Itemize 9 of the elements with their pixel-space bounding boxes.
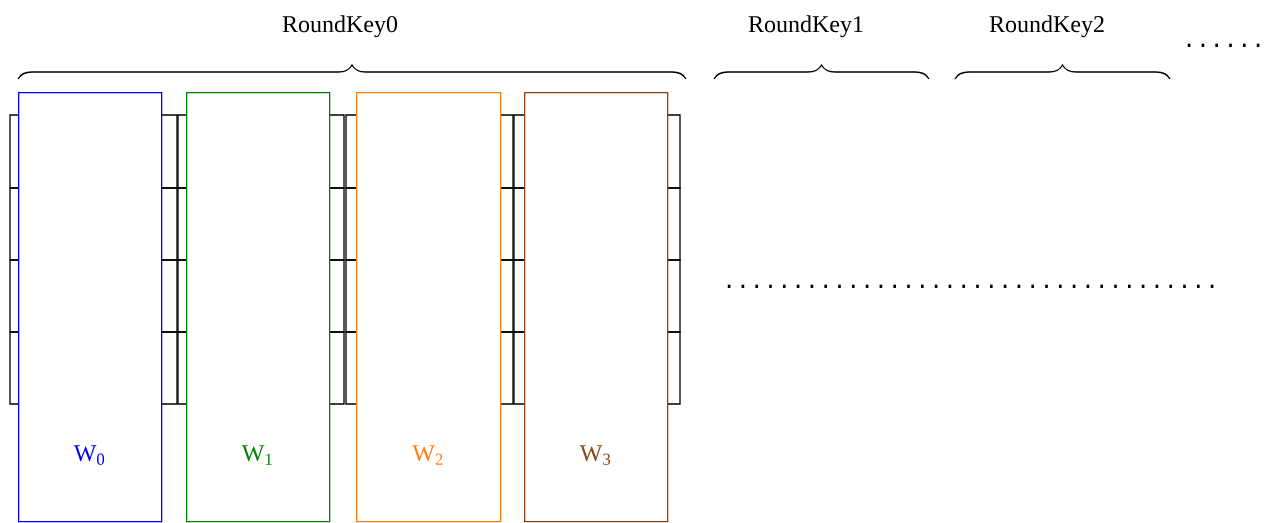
column-box: W$_{2}$ — [356, 92, 502, 523]
brace-label: RoundKey1 — [748, 15, 863, 38]
ellipsis: .................................... — [727, 284, 1214, 288]
brace-label: RoundKey2 — [989, 15, 1104, 38]
brace-label: RoundKey0 — [282, 15, 398, 38]
column-box: W$_{3}$ — [524, 92, 669, 523]
ellipsis: ...... — [1187, 43, 1260, 47]
column-box: W$_{1}$ — [186, 92, 331, 523]
column-box: W$_{0}$ — [18, 92, 163, 523]
